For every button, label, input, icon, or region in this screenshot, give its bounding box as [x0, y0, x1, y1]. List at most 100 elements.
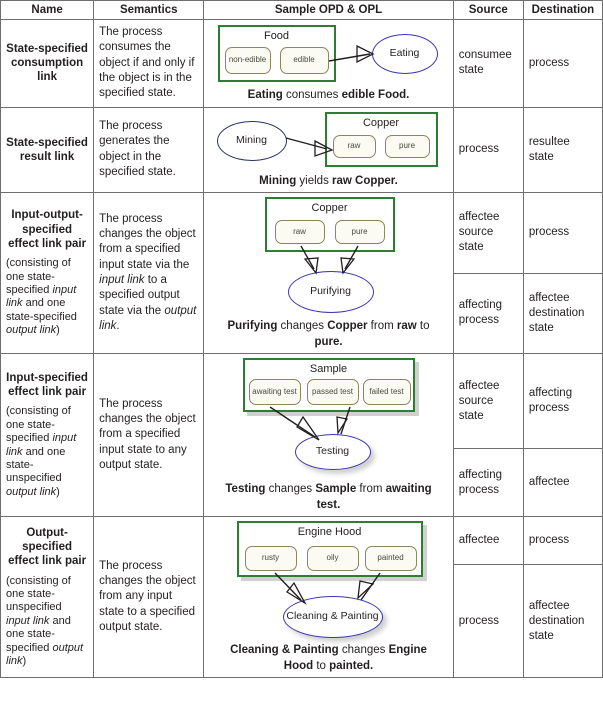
opl-state-from: raw [396, 320, 417, 333]
opd-opl-cell: Copper raw pure Purifying Purifying chan… [203, 192, 454, 355]
note-prefix: (consisting of one state-specified [6, 257, 71, 297]
source-cell: process [452, 563, 524, 679]
destination-cell: process [522, 19, 603, 108]
semantics-cell: The process generates the object in the … [93, 106, 205, 194]
object-name: Copper [362, 116, 400, 129]
note-suffix: ) [56, 485, 60, 498]
opl-from: from [367, 320, 397, 333]
opd-diagram-result: Mining Copper raw pure [215, 111, 443, 171]
opl-process: Eating [247, 89, 283, 101]
source-cell: affecting process [452, 272, 524, 355]
semantics-cell: The process changes the object from a sp… [93, 192, 205, 355]
process-ellipse-eating: Eating [371, 34, 438, 74]
state-box: edible [279, 47, 329, 74]
destination-cell: affecting process [522, 353, 603, 450]
note-prefix: (consisting of one state-unspecified [6, 574, 71, 614]
opl-period: . [370, 659, 374, 672]
column-header-name: Name [0, 0, 95, 20]
link-name-cell: Input-specified effect link pair (consis… [0, 353, 95, 518]
opl-verb: consumes [282, 89, 342, 101]
opd-opl-cell: Sample awaiting test passed test failed … [203, 353, 454, 518]
state-box: raw [274, 220, 325, 245]
object-name: Engine Hood [297, 526, 362, 539]
note-input-link: input link [6, 432, 77, 458]
opd-opl-cell: Food non-edible edible Eating Eating con… [203, 19, 454, 108]
opl-verb: changes [265, 483, 316, 496]
object-name: Sample [309, 363, 348, 376]
semantics-cell: The process consumes the object if and o… [93, 19, 205, 108]
note-output-link: output link [6, 485, 57, 498]
semantics-text: The process changes the object from a sp… [99, 397, 196, 471]
note-suffix: ) [22, 655, 27, 667]
state-box: pure [334, 220, 385, 245]
opl-sentence: Testing changes Sample from awaiting tes… [215, 482, 443, 513]
note-prefix: (consisting of one state-specified [6, 405, 71, 445]
note-input-link: input link [6, 614, 50, 627]
opl-process: Cleaning & Painting [230, 644, 339, 657]
semantics-cell: The process changes the object from any … [93, 516, 205, 679]
opl-to: to [416, 320, 430, 333]
opl-sentence: Eating consumes edible Food. [215, 88, 443, 104]
opd-diagram-consumption: Food non-edible edible Eating [215, 23, 443, 85]
state-box: pure [384, 134, 430, 158]
table-row: affecting process affectee destination s… [1, 272, 603, 355]
state-box: oily [306, 546, 359, 572]
semantics-period: . [116, 319, 120, 332]
semantics-text: The process consumes the object if and o… [99, 26, 195, 100]
table-row: affecting process affectee [1, 448, 603, 518]
opl-sentence: Cleaning & Painting changes Engine Hood … [215, 643, 443, 674]
table-row: Input-output-specified effect link pair … [0, 192, 603, 355]
opl-verb: changes [277, 320, 328, 333]
destination-cell: affectee destination state [522, 272, 603, 355]
opl-from: from [356, 483, 386, 496]
source-cell: affectee source state [452, 353, 524, 450]
opl-object: Engine Hood [283, 644, 427, 672]
opl-object: edible Food [341, 89, 407, 101]
note-mid: and one state-specified [6, 297, 77, 323]
object-name: Food [263, 30, 290, 42]
link-name-title: State-specified result link [6, 136, 88, 163]
opl-state-from: awaiting test [316, 483, 432, 511]
opl-object: Sample [315, 483, 357, 496]
destination-cell: resultee state [522, 106, 603, 194]
opd-diagram-input-output-effect: Copper raw pure Purifying [215, 196, 443, 316]
object-name: Copper [311, 202, 348, 215]
table-row: Output-specified effect link pair (consi… [0, 516, 603, 679]
process-ellipse-purifying: Purifying [287, 271, 374, 314]
table-row: Input-specified effect link pair (consis… [0, 353, 603, 518]
state-box: painted [364, 546, 417, 572]
opl-period: . [406, 89, 410, 101]
process-ellipse-cleaning-painting: Cleaning & Painting [282, 596, 383, 639]
table-row: State-specified consumption link The pro… [0, 19, 603, 108]
result-link-arrow [285, 136, 334, 157]
opl-process: Purifying [227, 320, 278, 333]
source-cell: affecting process [452, 448, 524, 518]
opl-sentence: Mining yields raw Copper. [215, 174, 443, 190]
table-row: process affectee destination state [1, 563, 603, 679]
link-name-title: State-specified consumption link [6, 42, 88, 84]
note-output-link: output link [6, 641, 84, 667]
opl-to: to [313, 659, 330, 672]
destination-cell: process [522, 192, 603, 274]
semantics-input-link: input link [99, 274, 145, 287]
table-row: State-specified result link The process … [0, 106, 603, 194]
link-name-title: Input-output-specified effect link pair [8, 209, 87, 250]
process-ellipse-testing: Testing [294, 434, 371, 471]
link-name-cell: State-specified consumption link [0, 19, 95, 108]
state-box: awaiting test [248, 379, 301, 406]
semantics-text: The process changes the object from a sp… [99, 212, 196, 271]
opl-object: Copper [327, 320, 368, 333]
source-cell: affectee source state [452, 192, 524, 274]
column-header-semantics: Semantics [93, 0, 205, 20]
semantics-text: The process changes the object from any … [99, 559, 196, 634]
opl-process: Mining [259, 174, 297, 187]
semantics-text: The process generates the object in the … [99, 120, 176, 179]
state-box: raw [332, 134, 376, 158]
opl-object: raw Copper [332, 174, 395, 187]
effect-link-arrows [299, 245, 359, 275]
opl-period: . [339, 335, 343, 348]
source-cell: affectee [452, 516, 524, 565]
state-box: failed test [362, 379, 411, 406]
semantics-output-link: output link [99, 304, 197, 332]
link-name-cell: Output-specified effect link pair (consi… [0, 516, 95, 679]
